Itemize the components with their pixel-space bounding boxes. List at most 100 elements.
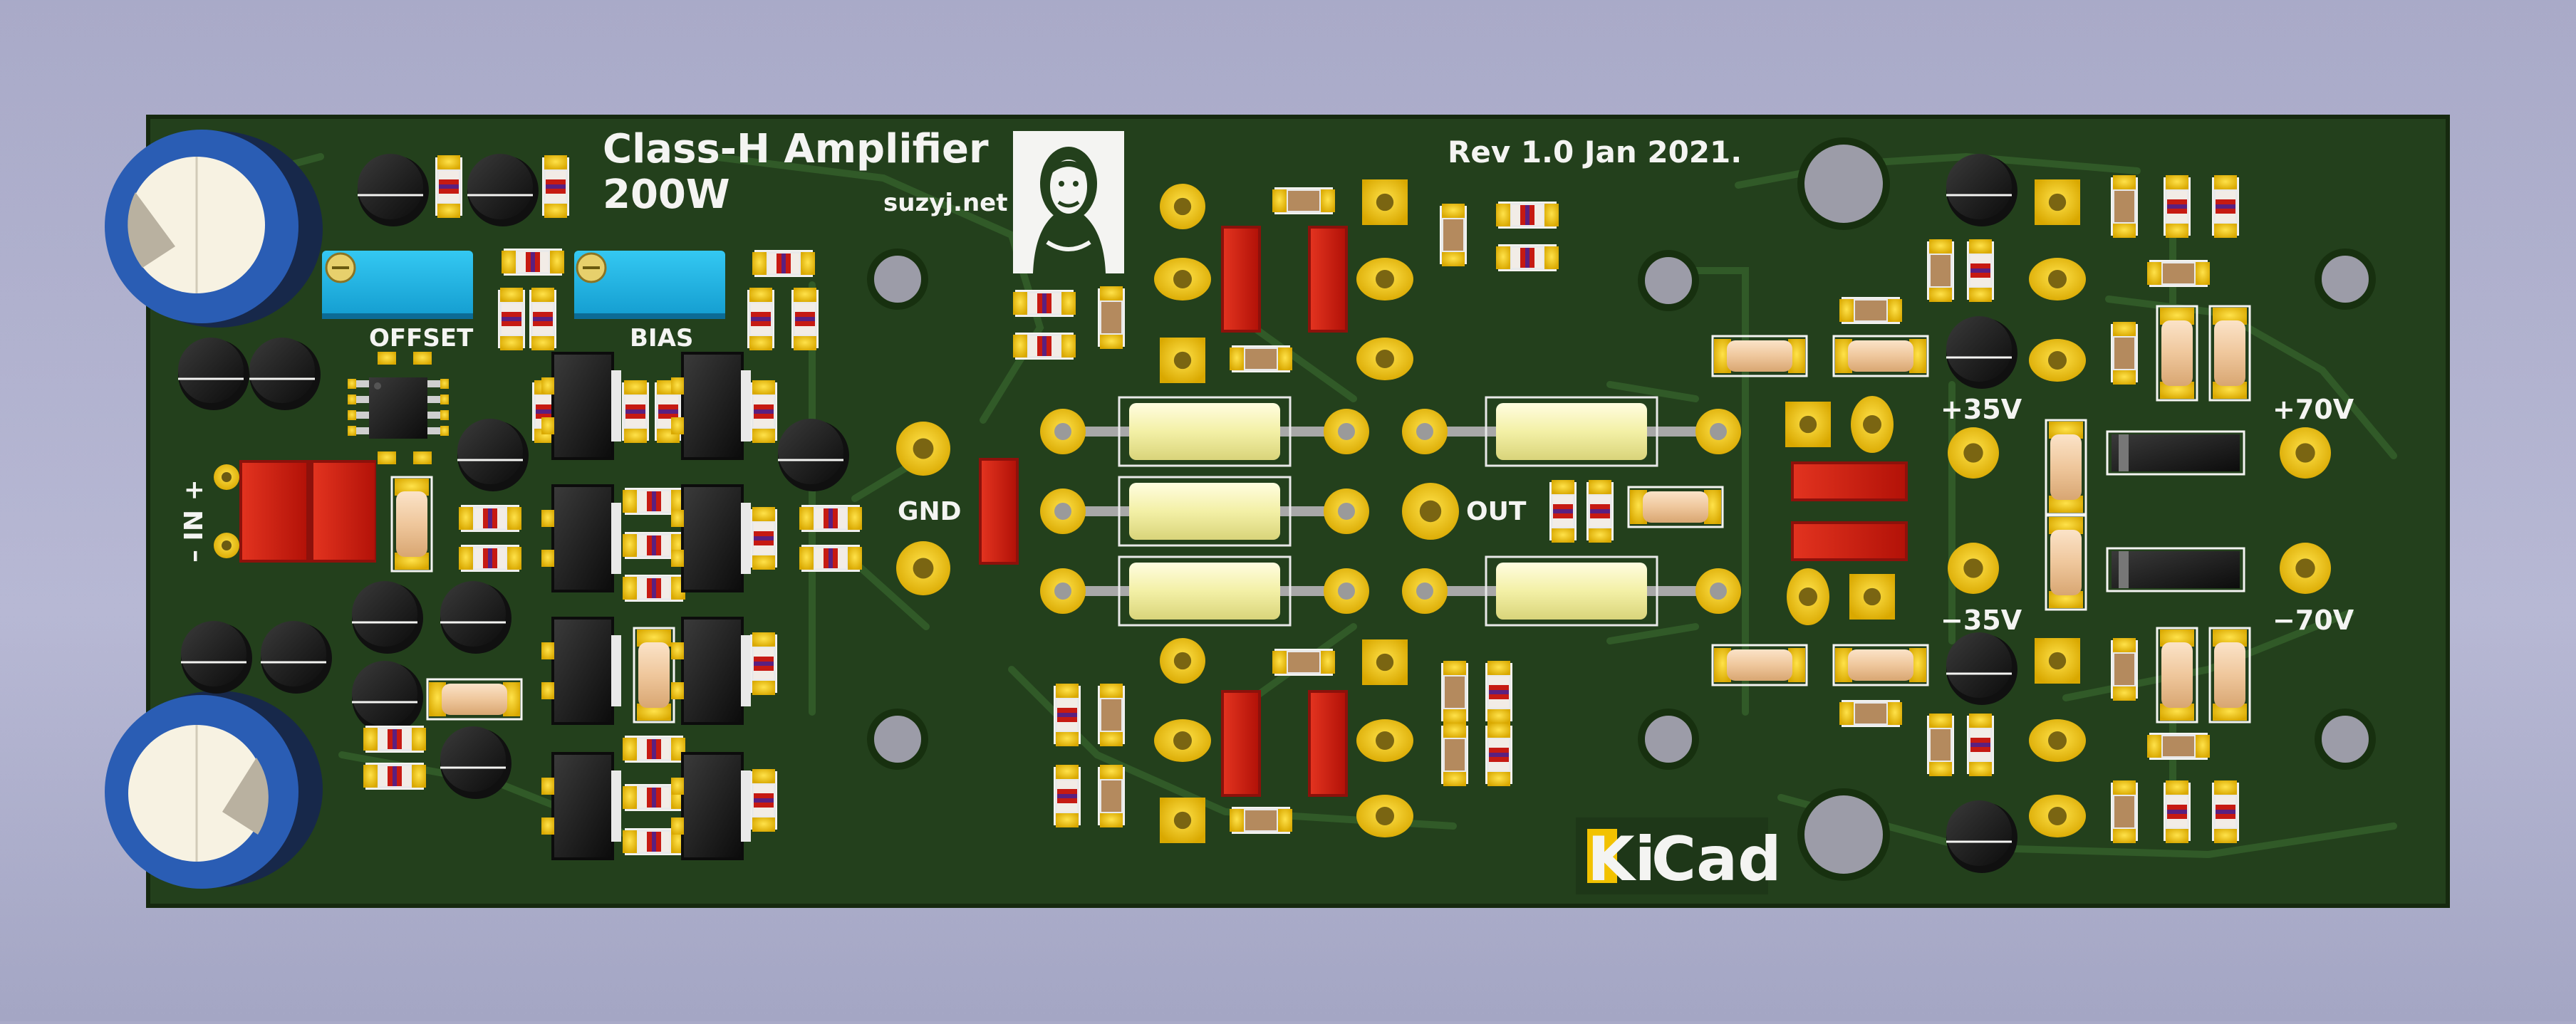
th-pad [1948, 543, 1999, 594]
smd-diode [2106, 430, 2245, 476]
smd-resistor [2212, 780, 2239, 843]
power-transistor-dpak [671, 752, 751, 860]
board-title-line2: 200W [603, 172, 730, 218]
smd-resistor [363, 726, 426, 753]
label-out: OUT [1466, 497, 1527, 526]
smd-resistor [622, 380, 649, 443]
smd-capacitor-large [633, 627, 675, 723]
th-pad [1362, 639, 1408, 685]
smd-resistor [623, 736, 685, 763]
th-pad [1160, 798, 1205, 843]
smd-resistor [1967, 714, 1994, 776]
smd-resistor [459, 545, 521, 572]
smd-resistor [542, 155, 569, 218]
smd-capacitor [1098, 765, 1125, 827]
label-input: – IN + [180, 479, 209, 563]
kicad-logo-icon: Ki Cad [1576, 817, 1782, 895]
board-title-line1: Class-H Amplifier [603, 126, 989, 172]
to92-transistor [1946, 316, 2017, 389]
label-plus70v: +70V [2273, 394, 2354, 425]
smd-polarized-capacitor [1308, 690, 1348, 797]
smd-capacitor-large [2045, 514, 2087, 611]
smd-pads-small [378, 352, 432, 464]
th-pad [1785, 402, 1831, 447]
trimmer-bias [574, 251, 725, 319]
th-pad [2035, 638, 2080, 684]
power-transistor-dpak [671, 352, 751, 460]
th-pad-oval [1154, 719, 1211, 762]
smd-polarized-capacitor [1308, 226, 1348, 333]
smd-resistor [363, 763, 426, 790]
smd-capacitor-large [1832, 644, 1929, 686]
to92-transistor [440, 581, 511, 654]
smd-capacitor [1098, 286, 1125, 349]
label-offset: OFFSET [369, 324, 474, 352]
smd-resistor [1054, 684, 1081, 746]
th-pad [1160, 338, 1205, 383]
smd-resistor [2212, 175, 2239, 238]
to92-transistor [440, 726, 511, 799]
power-transistor-dpak [671, 484, 751, 592]
th-pad [2035, 179, 2080, 225]
smd-resistor [1496, 244, 1559, 271]
smd-resistor [752, 250, 815, 277]
smd-resistor [623, 488, 685, 515]
input-connector [214, 460, 376, 563]
smd-capacitor-large [2156, 627, 2198, 723]
th-pad-oval [1851, 396, 1894, 453]
smd-capacitor-large [426, 678, 523, 721]
smd-resistor [1586, 480, 1614, 543]
smd-resistor [623, 575, 685, 602]
label-bias: BIAS [630, 324, 693, 352]
smd-capacitor [1927, 714, 1954, 776]
smd-resistor [435, 155, 462, 218]
smd-capacitor-large [1627, 486, 1724, 528]
label-minus35v: −35V [1941, 605, 2022, 636]
th-pad [1160, 184, 1205, 229]
smd-resistor [750, 632, 777, 695]
smd-capacitor [1927, 239, 1954, 302]
smd-resistor [791, 288, 819, 350]
kicad-logo-cad: Cad [1651, 824, 1782, 895]
smd-resistor [747, 288, 774, 350]
smd-resistor [1054, 765, 1081, 827]
th-pad [1948, 427, 1999, 479]
smd-capacitor [1230, 345, 1292, 372]
th-pad-oval [2029, 258, 2086, 301]
smd-resistor [502, 249, 564, 276]
smd-capacitor-large [2208, 627, 2251, 723]
to92-transistor [1946, 632, 2017, 705]
smd-capacitor [1230, 807, 1292, 834]
power-transistor-dpak [671, 617, 751, 725]
th-pad [1362, 179, 1408, 225]
smd-resistor [1485, 661, 1512, 723]
kicad-logo-ki: Ki [1587, 824, 1656, 895]
to92-transistor [778, 419, 849, 491]
smd-capacitor [2111, 175, 2138, 238]
label-minus70v: −70V [2273, 605, 2354, 636]
to92-transistor [352, 581, 423, 654]
th-pad-oval [1356, 795, 1413, 837]
label-gnd: GND [898, 497, 962, 526]
th-pad-oval [1356, 338, 1413, 380]
smd-resistor [1549, 480, 1577, 543]
smd-resistor [623, 828, 685, 855]
electrolytic-capacitor-bottom [105, 691, 323, 889]
board-website: suzyj.net [883, 189, 1007, 217]
smd-resistor [1013, 333, 1076, 360]
smd-resistor [1013, 290, 1076, 317]
board-revision: Rev 1.0 Jan 2021. [1448, 135, 1742, 169]
th-pad [2280, 543, 2331, 594]
th-pad-oval [2029, 339, 2086, 382]
th-pad-oval [1154, 258, 1211, 301]
smd-resistor [2164, 175, 2191, 238]
smd-capacitor [2111, 638, 2138, 701]
smd-capacitor [1272, 187, 1335, 214]
smd-capacitor-large [1832, 335, 1929, 377]
th-pad [2280, 427, 2331, 479]
to92-transistor [352, 661, 423, 733]
power-transistor-dpak [541, 352, 621, 460]
label-plus35v: +35V [1941, 394, 2022, 425]
